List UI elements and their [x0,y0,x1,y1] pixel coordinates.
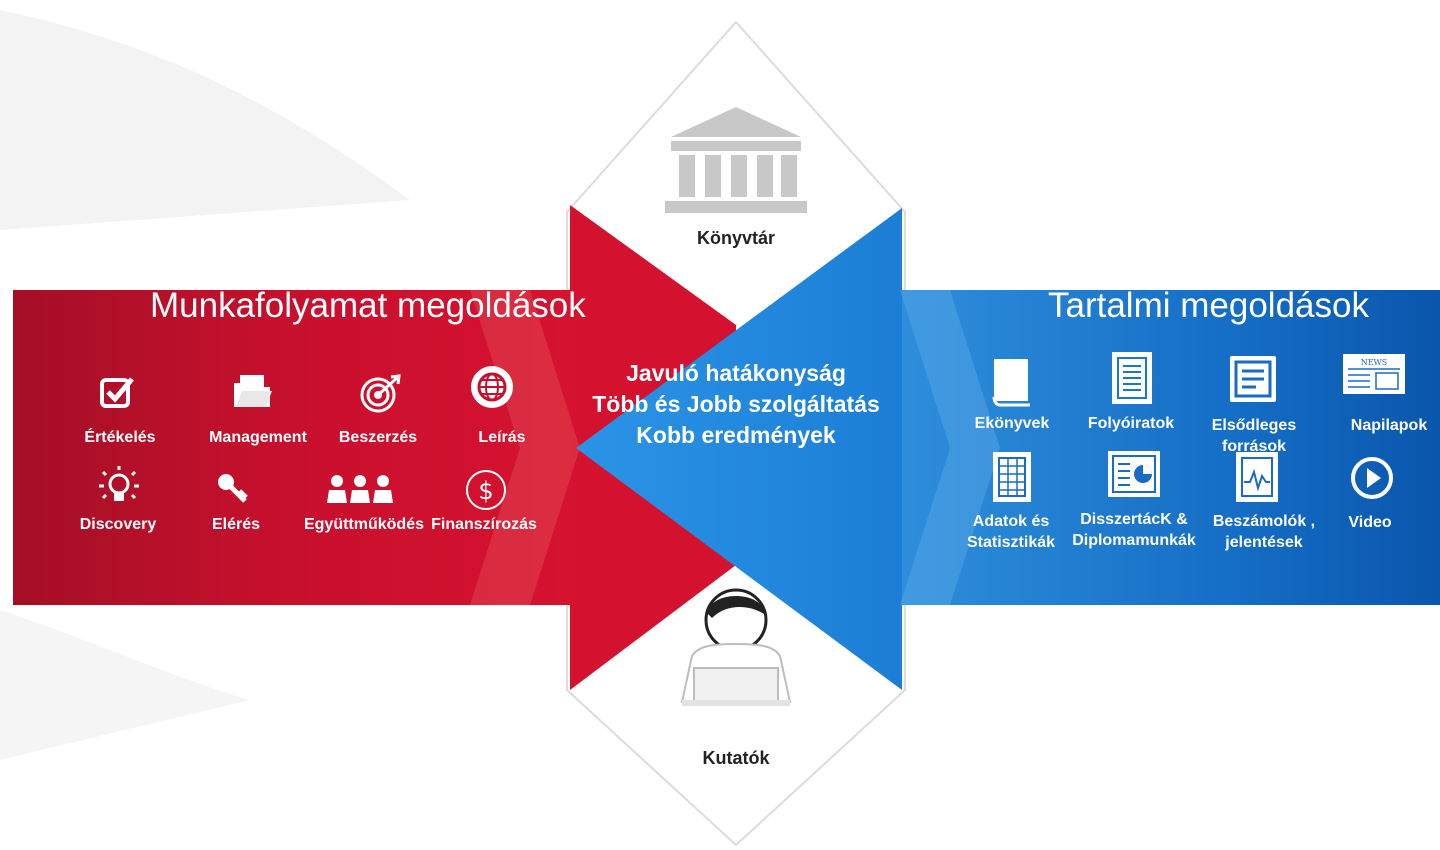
document-icon [1230,356,1276,402]
lightbulb-icon [99,466,139,501]
workflow-item-label: Discovery [79,516,157,533]
newspaper-icon: NEWS [1343,354,1405,394]
workflow-item-label: Elérés [211,516,261,533]
library-building-icon [665,107,807,213]
journal-icon [1112,352,1152,404]
dissertation-icon [1108,451,1160,497]
content-item-label: Folyóiratok [1087,415,1175,432]
researchers-label: Kutatók [702,748,770,768]
content-item-label: Ekönyvek [974,415,1050,432]
workflow-item-label: Beszerzés [338,429,418,446]
workflow-item-label: Finanszírozás [431,516,537,533]
workflow-item-label: Együttműködés [303,516,424,533]
researcher-icon [680,588,792,706]
content-title: Tartalmi megoldások [1048,286,1369,325]
content-arrow [576,208,902,690]
folder-icon [234,375,272,407]
globe-icon [471,366,513,408]
report-icon [1236,452,1278,502]
spreadsheet-icon [993,452,1031,502]
workflow-item-label: Leírás [478,429,526,446]
background-swirl-lower [0,610,250,760]
content-item-label: Elsődleges források [1211,417,1297,455]
workflow-item-label: Értékelés [84,429,156,446]
dollar-icon: $ [466,470,506,510]
content-item-label: Napilapok [1350,417,1428,434]
center-line-1: Javuló hatákonyság [626,360,846,386]
content-item-label: Beszámolók , jelentések [1212,513,1316,551]
content-item-label: DisszertácK & Diplomamunkák [1072,511,1196,549]
key-icon [218,474,248,503]
svg-text:NEWS: NEWS [1361,358,1388,367]
book-icon [992,359,1030,407]
library-label: Könyvtár [696,228,776,248]
center-message: Javuló hatákonyság Több és Jobb szolgált… [560,358,912,451]
background-swirl [0,10,410,230]
content-band [890,290,1440,605]
workflow-item-label: Management [209,429,307,446]
content-band-highlight [900,290,1000,605]
people-icon [327,475,393,503]
center-line-3: Kobb eredmények [636,422,836,448]
target-icon [360,374,401,413]
svg-text:$: $ [478,477,493,505]
center-line-2: Több és Jobb szolgáltatás [592,391,880,417]
workflow-title: Munkafolyamat megoldások [150,286,586,325]
checkbox-icon [100,377,134,408]
content-item-label: Video [1348,514,1392,531]
content-item-label: Adatok és Statisztikák [966,513,1056,551]
play-icon [1351,457,1393,499]
